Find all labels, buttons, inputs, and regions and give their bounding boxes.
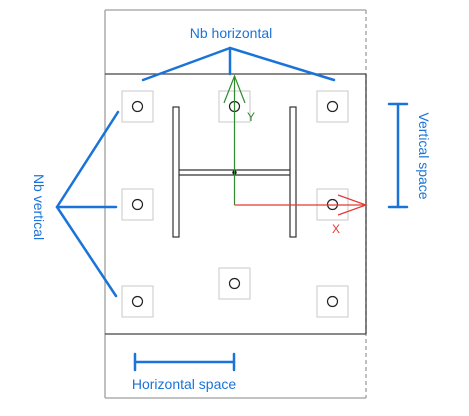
vertical-space-label: Vertical space xyxy=(416,112,432,199)
anchor-bolt xyxy=(316,90,349,123)
anchor-bolt xyxy=(121,285,154,318)
nb-horizontal-label: Nb horizontal xyxy=(190,25,273,41)
nb-horizontal-leaders xyxy=(141,46,336,82)
nb-vertical-label: Nb vertical xyxy=(31,174,47,240)
y-axis xyxy=(223,74,246,205)
column-outline xyxy=(104,9,367,399)
x-axis-label: X xyxy=(332,222,340,236)
horizontal-space-label: Horizontal space xyxy=(132,376,236,392)
x-axis xyxy=(234,194,368,216)
vertical-space-dimension xyxy=(387,102,409,209)
y-axis-label: Y xyxy=(247,110,255,124)
base-plate xyxy=(105,73,367,335)
anchor-bolt xyxy=(218,267,251,300)
horizontal-space-dimension xyxy=(133,352,236,372)
nb-vertical-leaders xyxy=(55,110,120,298)
anchor-bolt xyxy=(316,285,349,318)
anchor-bolt xyxy=(121,90,154,123)
anchor-bolt xyxy=(121,188,154,221)
